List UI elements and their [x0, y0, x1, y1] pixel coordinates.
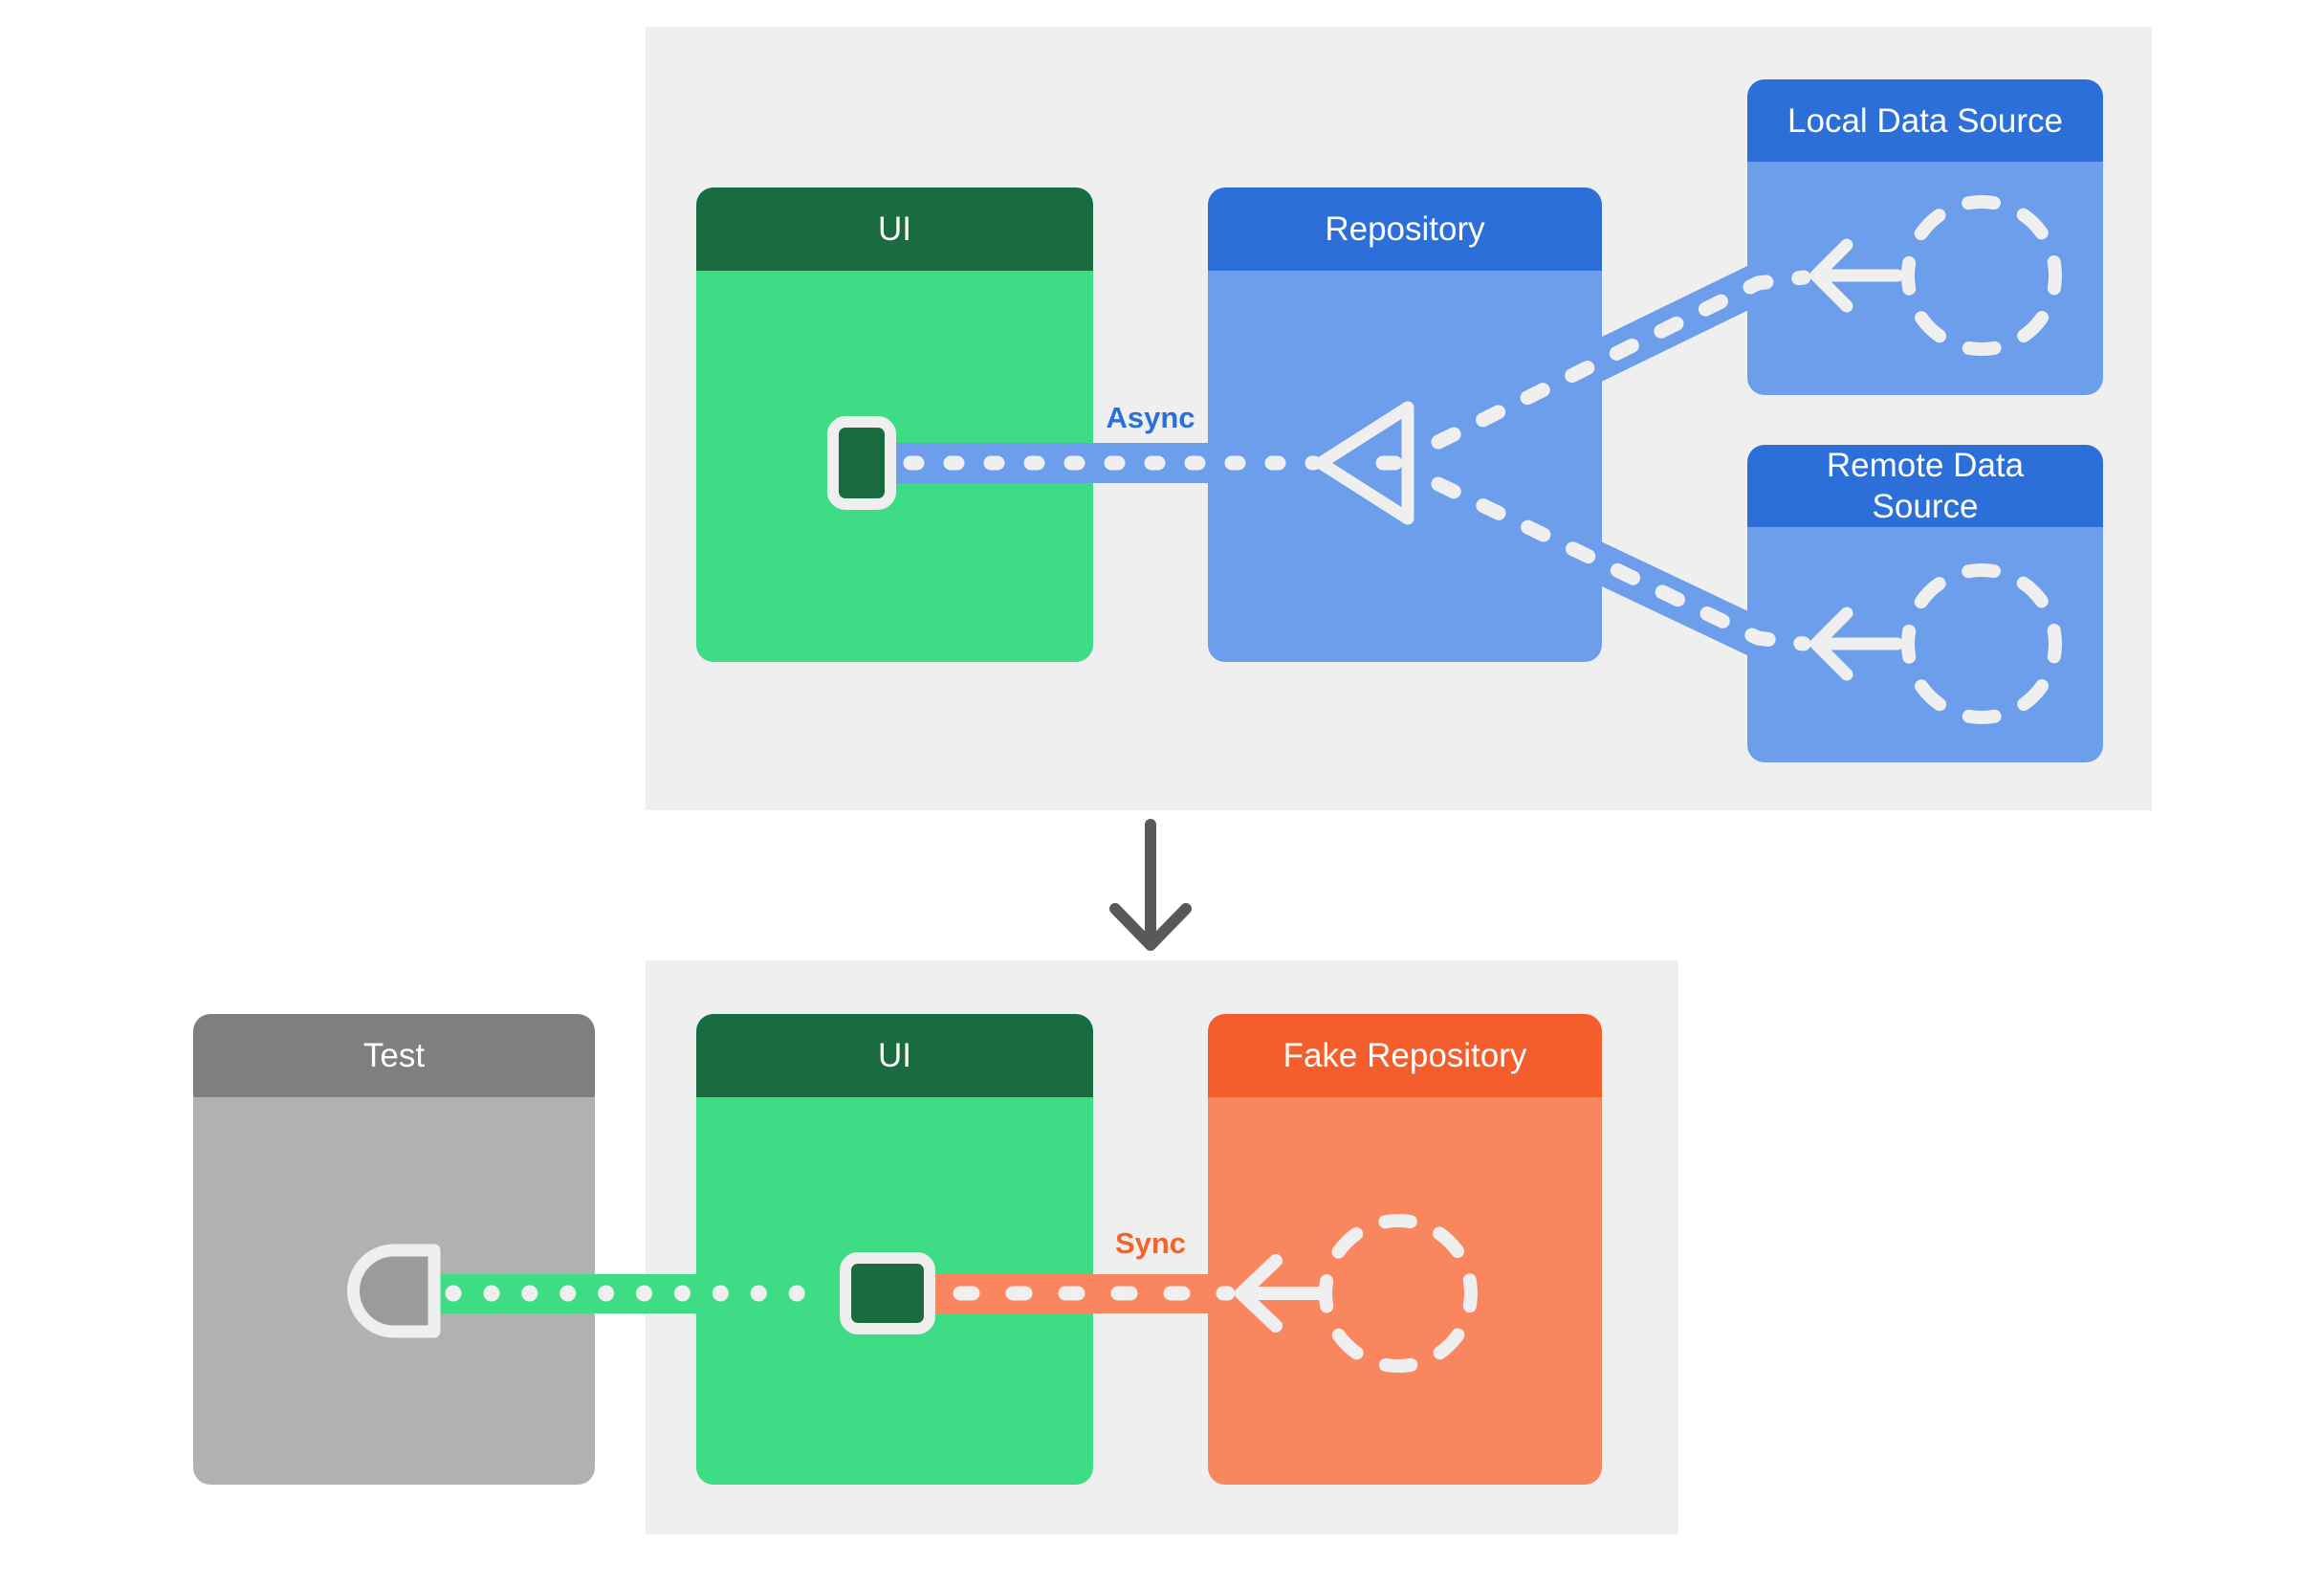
sync-label: Sync [1114, 1226, 1187, 1260]
test-box-body [193, 1097, 595, 1485]
fake-repository-body [1208, 1097, 1602, 1485]
async-label: Async [1106, 401, 1195, 434]
remote-data-source-box: Remote Data Source [1747, 445, 2103, 762]
ui-box-title: UI [696, 187, 1093, 271]
local-data-source-title: Local Data Source [1747, 79, 2103, 162]
local-data-source-body [1747, 162, 2103, 395]
local-data-source-box: Local Data Source [1747, 79, 2103, 395]
remote-data-source-body [1747, 527, 2103, 762]
test-box-title: Test [193, 1014, 595, 1097]
transform-arrow-down-icon [1109, 903, 1192, 951]
test-box: Test [193, 1014, 595, 1485]
fake-repository-title: Fake Repository [1208, 1014, 1602, 1097]
remote-data-source-title: Remote Data Source [1747, 445, 2103, 527]
repository-box: Repository [1208, 187, 1602, 662]
repository-box-title: Repository [1208, 187, 1602, 271]
ui-box-test: UI [696, 1014, 1093, 1485]
repository-box-body [1208, 271, 1602, 662]
ui-box-test-body [696, 1097, 1093, 1485]
ui-box-body [696, 271, 1093, 662]
fake-repository-box: Fake Repository [1208, 1014, 1602, 1485]
ui-box-production: UI [696, 187, 1093, 662]
ui-box-test-title: UI [696, 1014, 1093, 1097]
